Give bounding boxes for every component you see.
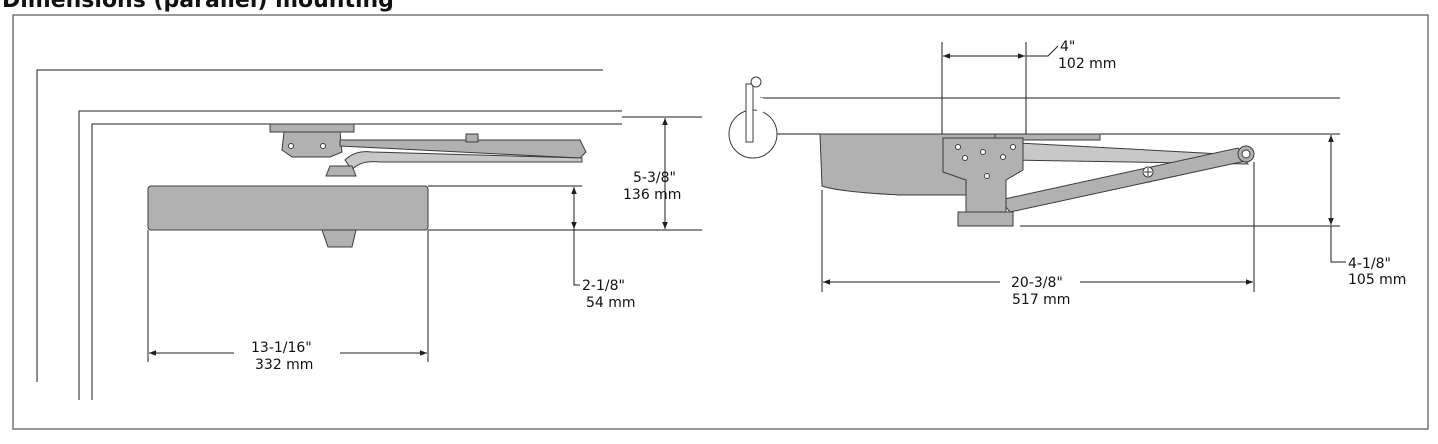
drop-imperial-label: 4-1/8" [1348, 256, 1391, 272]
left-view [36, 69, 702, 400]
frame-line-inner [91, 123, 622, 400]
offset-imperial-label: 4" [1060, 39, 1075, 55]
length-imperial-label: 13-1/16" [251, 340, 312, 356]
length-metric-label: 332 mm [255, 357, 313, 373]
parallel-arm-assembly [147, 123, 587, 248]
drawing-heading: Dimensions (parallel) mounting [2, 0, 394, 13]
offset-metric-label: 102 mm [1058, 56, 1116, 72]
right-view [728, 76, 1340, 227]
frame-line-middle [78, 110, 622, 400]
projection-metric-label: 54 mm [586, 295, 636, 311]
arm-bracket [281, 131, 343, 158]
projection-imperial-label: 2-1/8" [582, 278, 625, 294]
closer-body-left [147, 185, 429, 231]
forearm [344, 151, 583, 171]
height-imperial-label: 5-3/8" [633, 170, 676, 186]
arm-length-imperial-label: 20-3/8" [1011, 275, 1063, 291]
main-arm [339, 139, 587, 159]
closer-valve [321, 229, 357, 248]
frame-line-outer [36, 69, 603, 382]
arm-length-metric-label: 517 mm [1012, 292, 1070, 308]
drop-metric-label: 105 mm [1348, 272, 1406, 288]
height-metric-label: 136 mm [623, 187, 681, 203]
arm-shoe [269, 123, 355, 133]
drawing-frame [12, 14, 1429, 430]
